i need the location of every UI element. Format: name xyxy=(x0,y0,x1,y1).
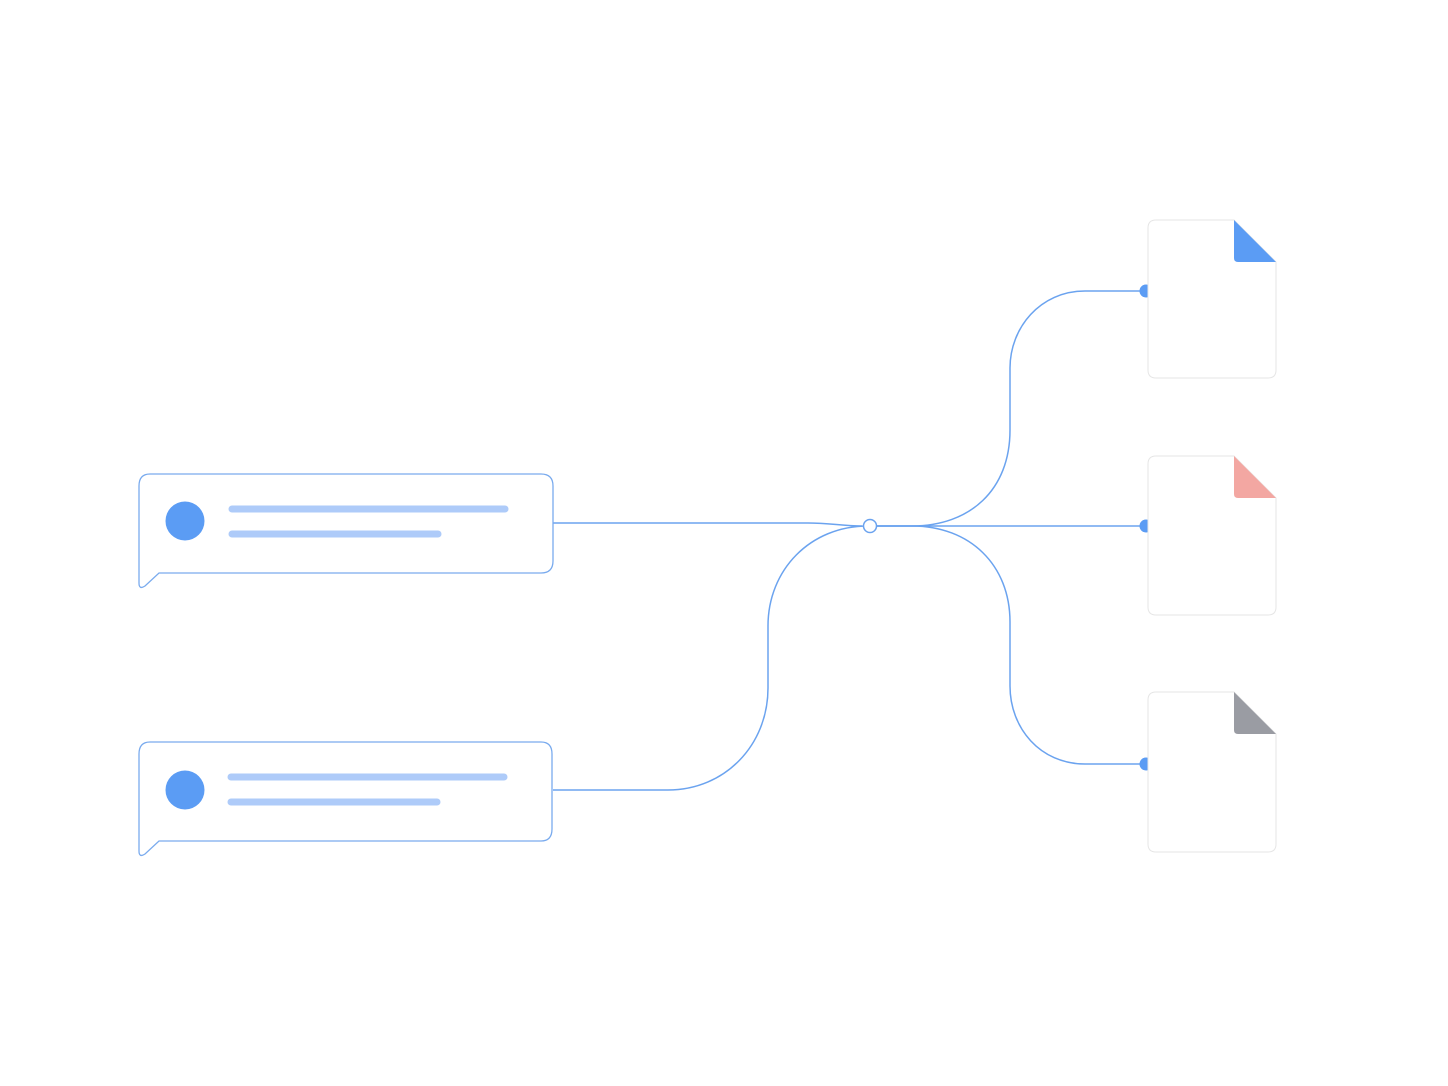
message-bubble xyxy=(138,473,554,589)
avatar-icon xyxy=(165,501,205,541)
message-bubble xyxy=(138,741,553,857)
document-icon xyxy=(1147,691,1277,853)
document-icon xyxy=(1147,455,1277,616)
connector-message-1-to-hub xyxy=(553,522,863,527)
connector-message-2-to-hub xyxy=(553,525,869,791)
avatar-icon xyxy=(165,770,205,810)
connector-hub-to-document-blue xyxy=(876,290,1145,527)
connector-hub-to-document-gray xyxy=(876,525,1145,765)
document-corner-fold xyxy=(1234,456,1276,498)
hub-node-icon xyxy=(862,518,878,534)
document-icon xyxy=(1147,219,1277,379)
connectors xyxy=(553,290,1145,791)
document-corner-fold xyxy=(1234,220,1276,262)
document-corner-fold xyxy=(1234,692,1276,734)
